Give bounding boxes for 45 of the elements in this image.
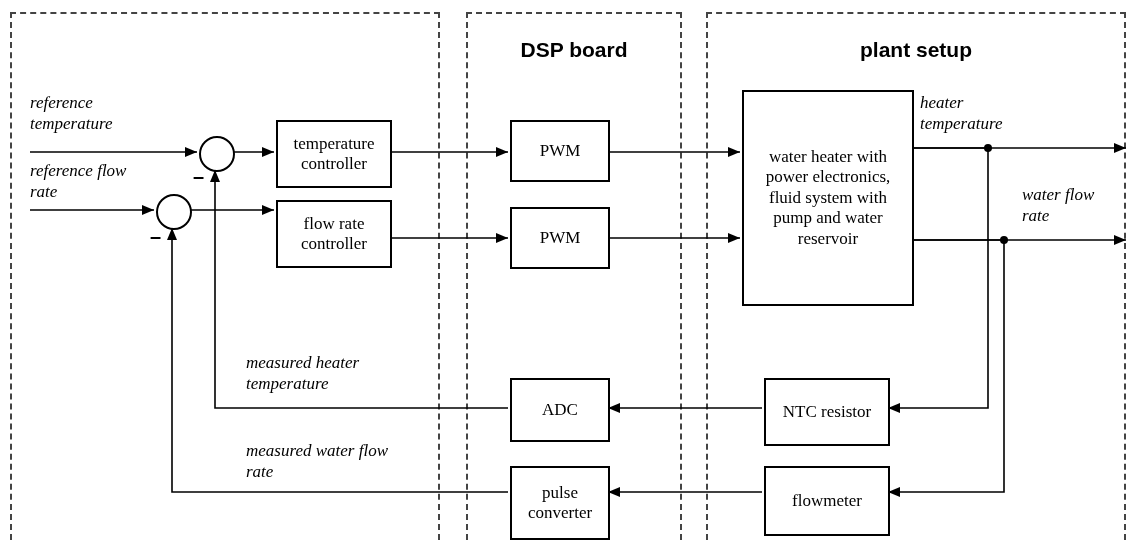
dashed-panel bbox=[466, 12, 682, 540]
arrow bbox=[607, 403, 763, 413]
arrow bbox=[189, 205, 275, 215]
process-box bbox=[510, 207, 610, 269]
arrow bbox=[29, 205, 155, 215]
process-box bbox=[510, 378, 610, 442]
edge-label: water flow rate bbox=[1022, 184, 1096, 227]
arrow bbox=[210, 169, 509, 409]
arrow bbox=[389, 147, 509, 157]
box-text: pulse converter bbox=[526, 482, 594, 524]
box-text: temperature controller bbox=[292, 133, 376, 175]
dashed-panel bbox=[10, 12, 440, 540]
minus-sign: – bbox=[150, 226, 162, 246]
panel-heading: plant setup bbox=[859, 37, 973, 63]
process-box bbox=[742, 90, 914, 306]
box-text: PWM bbox=[539, 227, 581, 249]
arrow bbox=[887, 239, 1005, 497]
arrow bbox=[29, 147, 198, 157]
arrow bbox=[389, 233, 509, 243]
process-box bbox=[276, 200, 392, 268]
box-text: PWM bbox=[539, 140, 581, 162]
arrow bbox=[232, 147, 275, 157]
minus-sign: – bbox=[193, 166, 205, 186]
edge-label: heater temperature bbox=[920, 92, 1004, 135]
process-box bbox=[764, 466, 890, 536]
edge-label: measured water flow rate bbox=[246, 440, 389, 483]
arrow bbox=[607, 147, 741, 157]
arrow bbox=[167, 227, 509, 493]
edge-label: measured heater temperature bbox=[246, 352, 361, 395]
box-text: water heater with power electronics, fluid system with pump and water reservoir bbox=[764, 147, 892, 249]
process-box bbox=[276, 120, 392, 188]
process-box bbox=[510, 120, 610, 182]
process-box bbox=[764, 378, 890, 446]
dashed-panel bbox=[706, 12, 1126, 540]
box-text: flowmeter bbox=[792, 490, 862, 512]
arrow bbox=[607, 487, 763, 497]
box-text: NTC resistor bbox=[782, 401, 872, 423]
arrow bbox=[607, 233, 741, 243]
edge-label: reference temperature bbox=[30, 92, 114, 135]
panel-heading: DSP board bbox=[519, 37, 629, 63]
edge-label: reference flow rate bbox=[30, 160, 128, 203]
box-text: flow rate controller bbox=[299, 213, 369, 255]
process-box bbox=[510, 466, 610, 540]
arrow bbox=[887, 147, 989, 413]
box-text: ADC bbox=[542, 399, 578, 421]
